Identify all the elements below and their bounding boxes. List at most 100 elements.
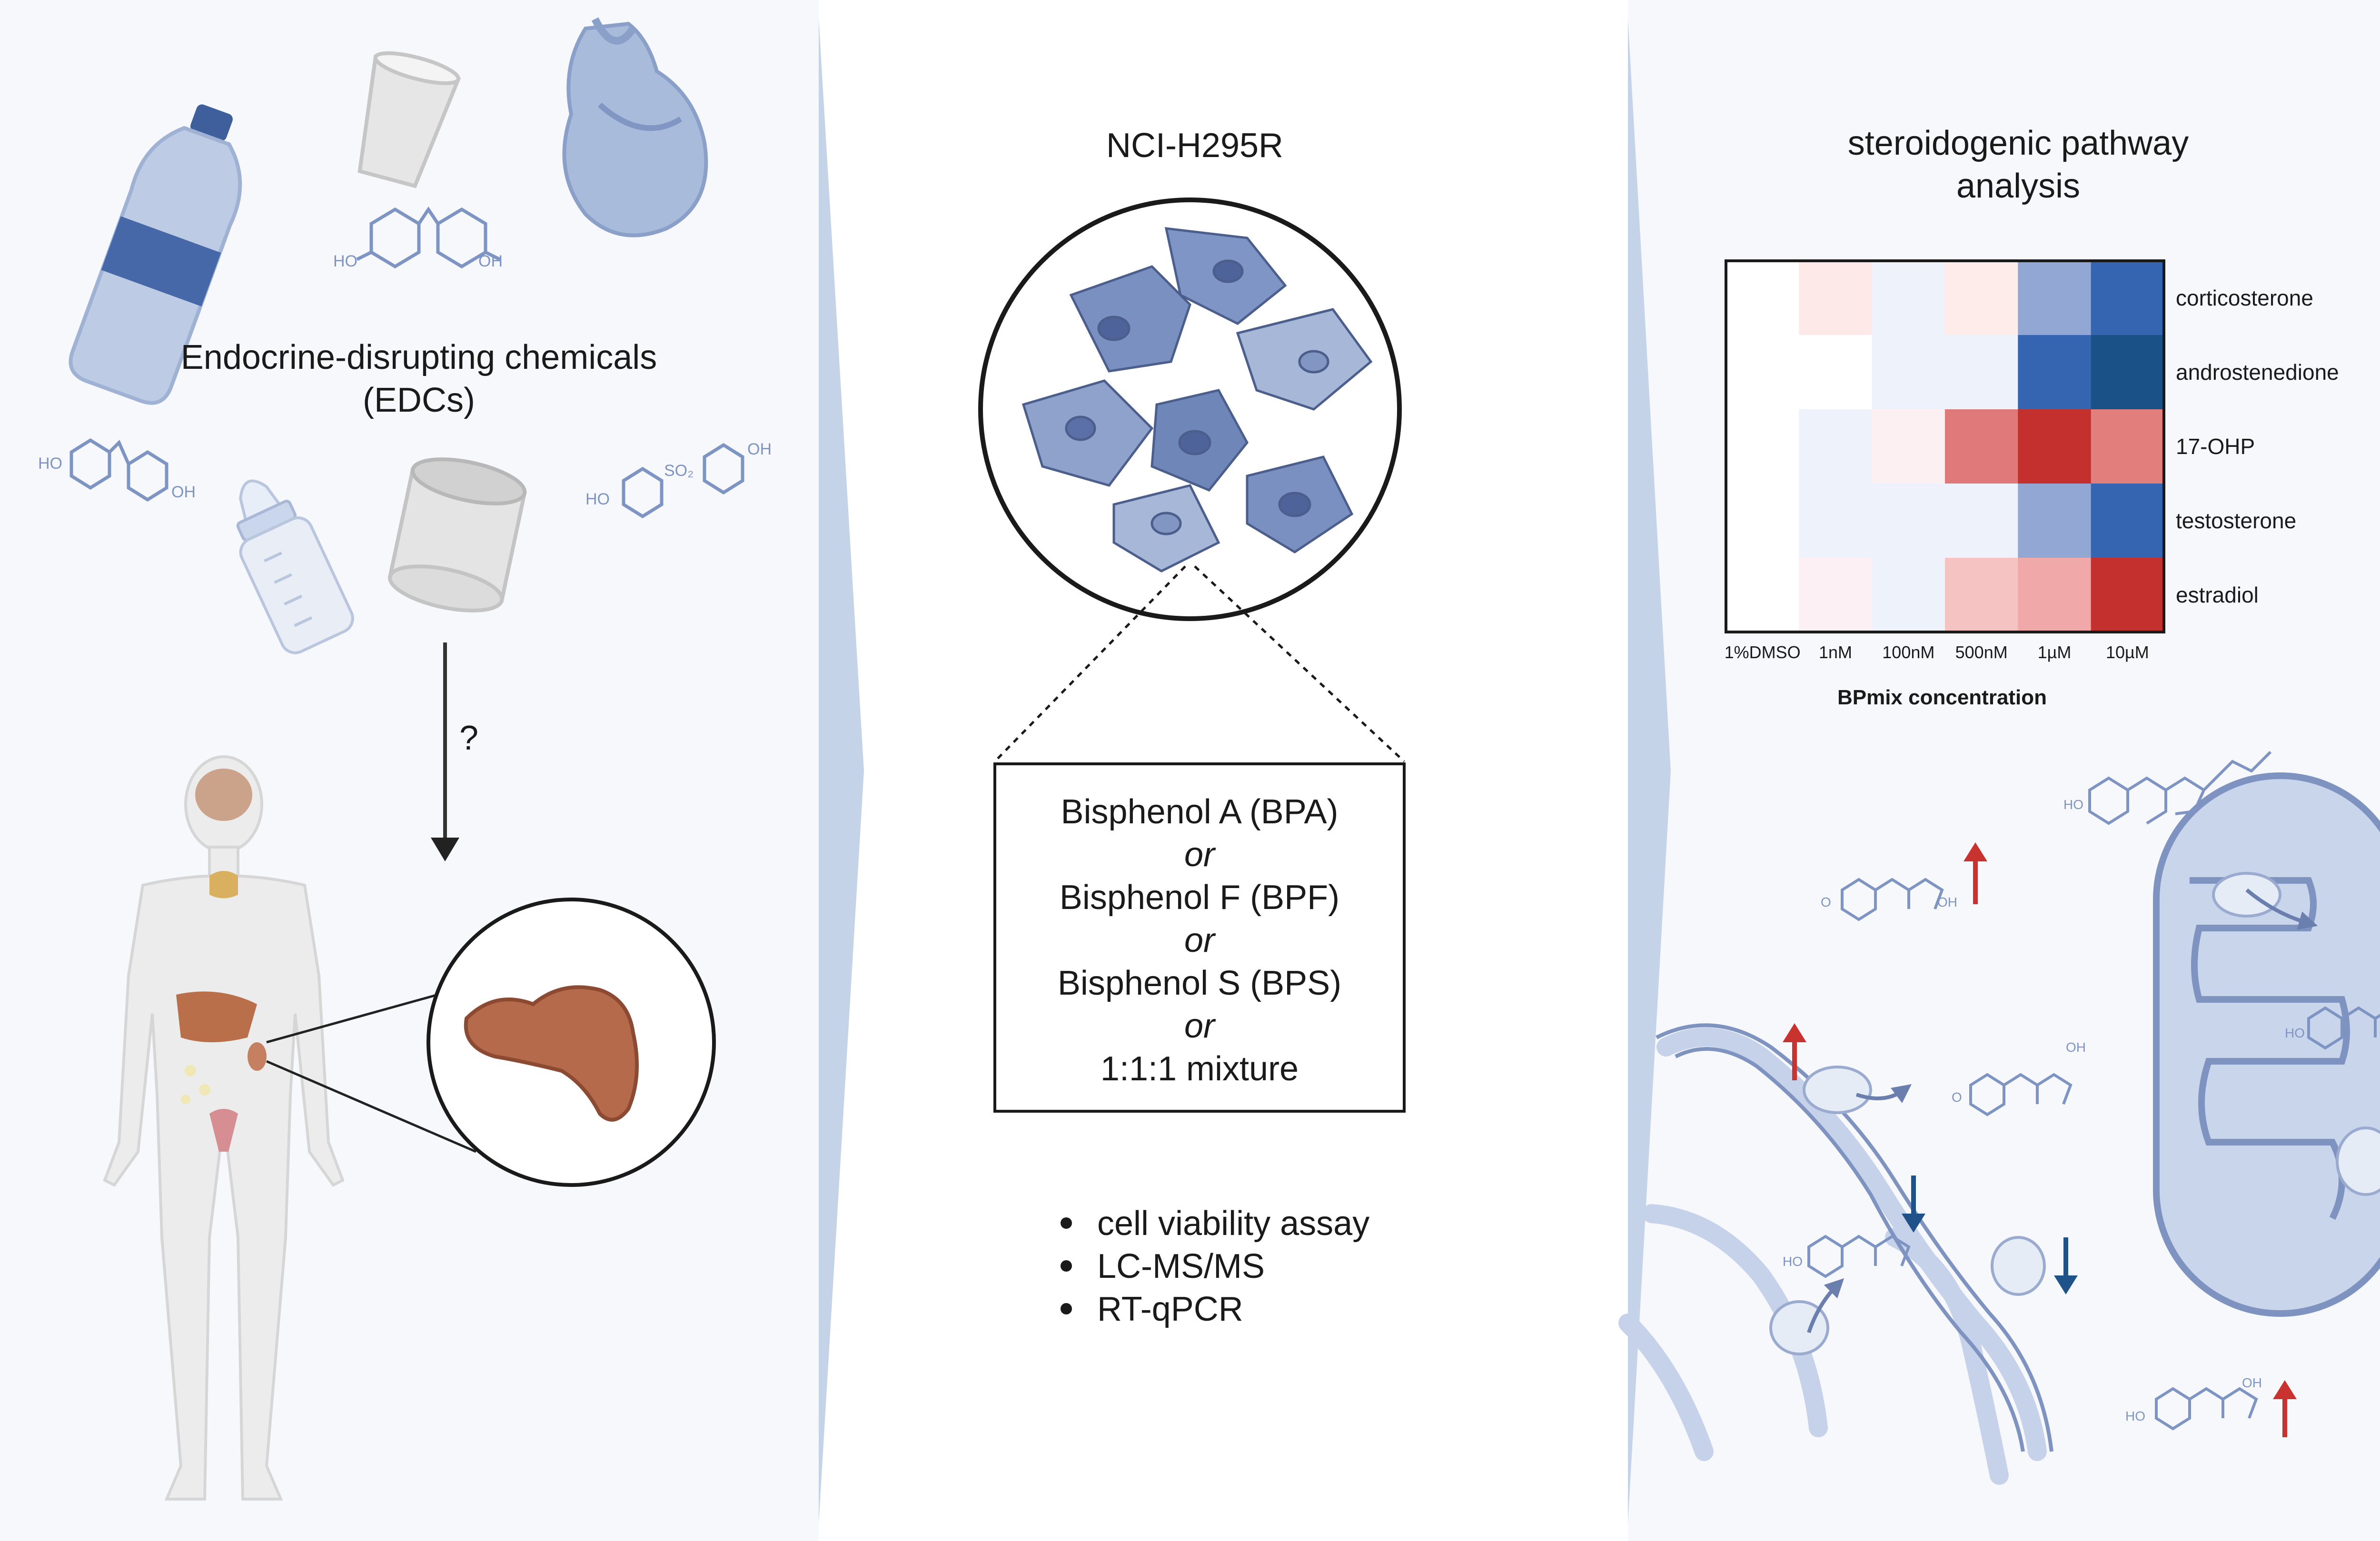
heatmap-col-label: 500nM <box>1955 642 2008 662</box>
heatmap-cell <box>2018 335 2092 410</box>
chem-label-ho: HO <box>333 252 357 270</box>
thyroid-icon <box>209 871 238 899</box>
cell-line-title: NCI-H295R <box>1106 127 1283 165</box>
exposure-arrow-head <box>431 838 459 861</box>
heatmap-cell <box>1872 409 1945 484</box>
unknown-link-label: ? <box>459 719 478 757</box>
heatmap-cell <box>1872 335 1945 410</box>
down-arrow-icon <box>1902 1176 1925 1233</box>
mitochondrion-icon <box>2153 772 2380 1317</box>
kidney-icon <box>248 1042 267 1071</box>
bullet-dot <box>1061 1217 1072 1229</box>
chem-label-oh: OH <box>478 252 503 270</box>
assay-item: cell viability assay <box>1097 1205 1369 1243</box>
bisphenol-f-structure-icon <box>356 206 501 269</box>
heatmap-cell <box>1726 558 1799 632</box>
chem-label-ho-r6: HO <box>2125 1409 2145 1423</box>
edc-title-line2: (EDCs) <box>363 381 475 419</box>
chem-label-so2: SO₂ <box>664 462 694 480</box>
chem-label-ho-r5: HO <box>1783 1254 1803 1269</box>
zoom-line-top <box>266 993 438 1044</box>
bisphenol-s-structure-icon <box>622 443 744 519</box>
assay-item: LC-MS/MS <box>1097 1247 1265 1285</box>
heatmap-cell <box>2091 409 2164 484</box>
or-separator: or <box>1184 836 1216 874</box>
panel-divider-left <box>819 19 864 1523</box>
adrenal-gland-icon <box>464 985 639 1122</box>
endoplasmic-reticulum-icon <box>1618 1027 2047 1485</box>
transport-arrow <box>1807 1278 1844 1334</box>
assay-item: RT-qPCR <box>1097 1290 1243 1328</box>
uterus-icon <box>209 1109 238 1152</box>
heatmap-cell <box>1945 409 2018 484</box>
chem-label-oh-a: OH <box>171 483 196 501</box>
plastic-cup-icon <box>357 51 461 188</box>
heatmap: corticosterone androstenedione 17-OHP testo… <box>1725 261 2339 662</box>
baby-bottle-icon <box>236 479 354 654</box>
heatmap-cell <box>2018 484 2092 558</box>
chem-label-oh-r6: OH <box>2242 1375 2262 1390</box>
heatmap-cell <box>1872 484 1945 558</box>
heatmap-col-label: 100nM <box>1882 642 1934 662</box>
brain-icon <box>195 769 252 821</box>
heatmap-cell <box>1945 558 2018 632</box>
fat-dot-icon <box>199 1084 210 1096</box>
heatmap-cell <box>1945 261 2018 336</box>
treatment-item: Bisphenol S (BPS) <box>1058 964 1341 1002</box>
heatmap-cell <box>1872 558 1945 632</box>
heatmap-cell <box>1799 409 1873 484</box>
bullet-dot <box>1061 1303 1072 1314</box>
chem-label-ho-r1: HO <box>2063 797 2083 812</box>
chem-label-oh-r2: OH <box>1937 895 1957 909</box>
fat-dot-icon <box>185 1065 196 1077</box>
heatmap-cell <box>1945 335 2018 410</box>
fat-dot-icon <box>181 1095 190 1104</box>
treatment-item: Bisphenol F (BPF) <box>1060 879 1339 917</box>
heatmap-row-label: 17-OHP <box>2176 434 2255 459</box>
heatmap-cell <box>1726 409 1799 484</box>
treatment-item: 1:1:1 mixture <box>1101 1050 1299 1088</box>
plastic-bottle-icon <box>69 104 242 405</box>
panel-divider-right <box>1628 19 1671 1523</box>
heatmap-col-label: 10µM <box>2106 642 2149 662</box>
heatmap-frame <box>1725 259 2165 633</box>
plastic-bag-icon <box>562 17 708 237</box>
heatmap-cell <box>2091 484 2164 558</box>
up-arrow-icon <box>2273 1380 2297 1437</box>
transporter-icon <box>1769 1300 1829 1355</box>
liver-icon <box>176 991 257 1042</box>
transporter-icon <box>1991 1236 2046 1296</box>
heatmap-cell <box>1799 335 1873 410</box>
chem-label-ho-a: HO <box>38 454 62 473</box>
cell-cluster-icon <box>1021 227 1373 573</box>
heatmap-col-label: 1%DMSO <box>1725 642 1801 662</box>
heatmap-cell <box>1799 261 1873 336</box>
up-arrow-icon <box>1783 1023 1806 1080</box>
heatmap-cell <box>2091 261 2164 336</box>
or-separator: or <box>1184 1007 1216 1045</box>
chem-label-o-r4: O <box>1952 1090 1962 1105</box>
chem-label-oh-s: OH <box>747 440 772 458</box>
treatment-item: Bisphenol A (BPA) <box>1061 793 1339 831</box>
heatmap-xlabel: BPmix concentration <box>1837 686 2047 709</box>
heatmap-cell <box>1726 261 1799 336</box>
heatmap-row-label: testosterone <box>2176 508 2296 533</box>
analysis-title-line2: analysis <box>1956 167 2080 205</box>
chem-label-o-r2: O <box>1821 895 1831 909</box>
zoom-line-bottom <box>266 1060 476 1153</box>
heatmap-row-label: androstenedione <box>2176 360 2339 385</box>
up-arrow-icon <box>1964 842 1987 904</box>
heatmap-col-label: 1nM <box>1819 642 1852 662</box>
heatmap-row-label: corticosterone <box>2176 286 2313 310</box>
zoom-dotted-right <box>1194 565 1405 762</box>
down-arrow-icon <box>2054 1237 2078 1294</box>
er-outline-icon <box>1656 1023 2053 1452</box>
or-separator: or <box>1184 921 1216 959</box>
analysis-title-line1: steroidogenic pathway <box>1848 124 2189 162</box>
heatmap-cell <box>2018 558 2092 632</box>
heatmap-cell <box>2018 261 2092 336</box>
steroid-structure-icon <box>1807 751 2380 1431</box>
heatmap-cell <box>2018 409 2092 484</box>
transporter-icon <box>1803 1066 1872 1114</box>
